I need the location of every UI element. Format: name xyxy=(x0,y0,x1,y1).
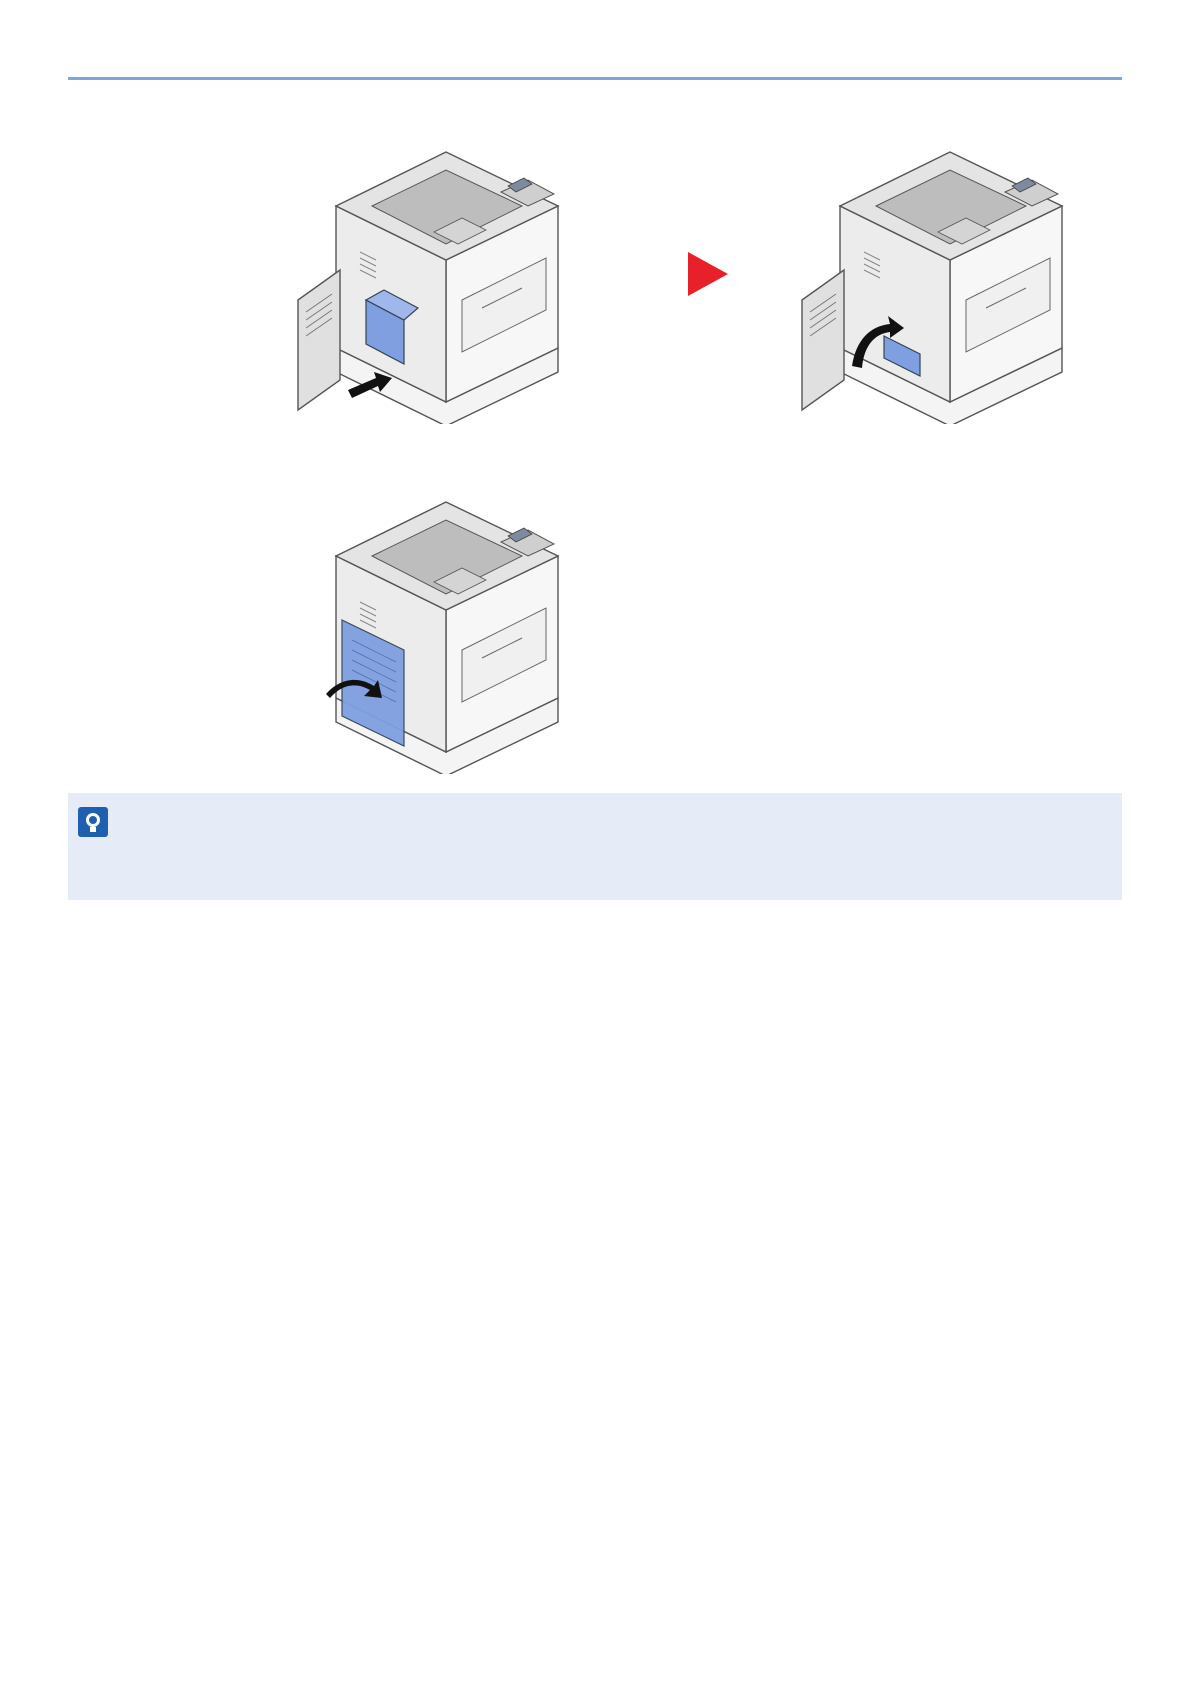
printer-icon xyxy=(800,140,1100,424)
printer-close-side-cover xyxy=(296,490,596,774)
printer-icon xyxy=(296,140,596,424)
note-box xyxy=(68,793,1122,900)
note-bulb-icon xyxy=(78,807,108,837)
printer-insert-waste-toner-box xyxy=(296,140,596,424)
printer-icon xyxy=(296,490,596,774)
play-triangle-icon xyxy=(686,250,730,298)
printer-push-waste-toner-box xyxy=(800,140,1100,424)
header-rule xyxy=(68,77,1122,80)
